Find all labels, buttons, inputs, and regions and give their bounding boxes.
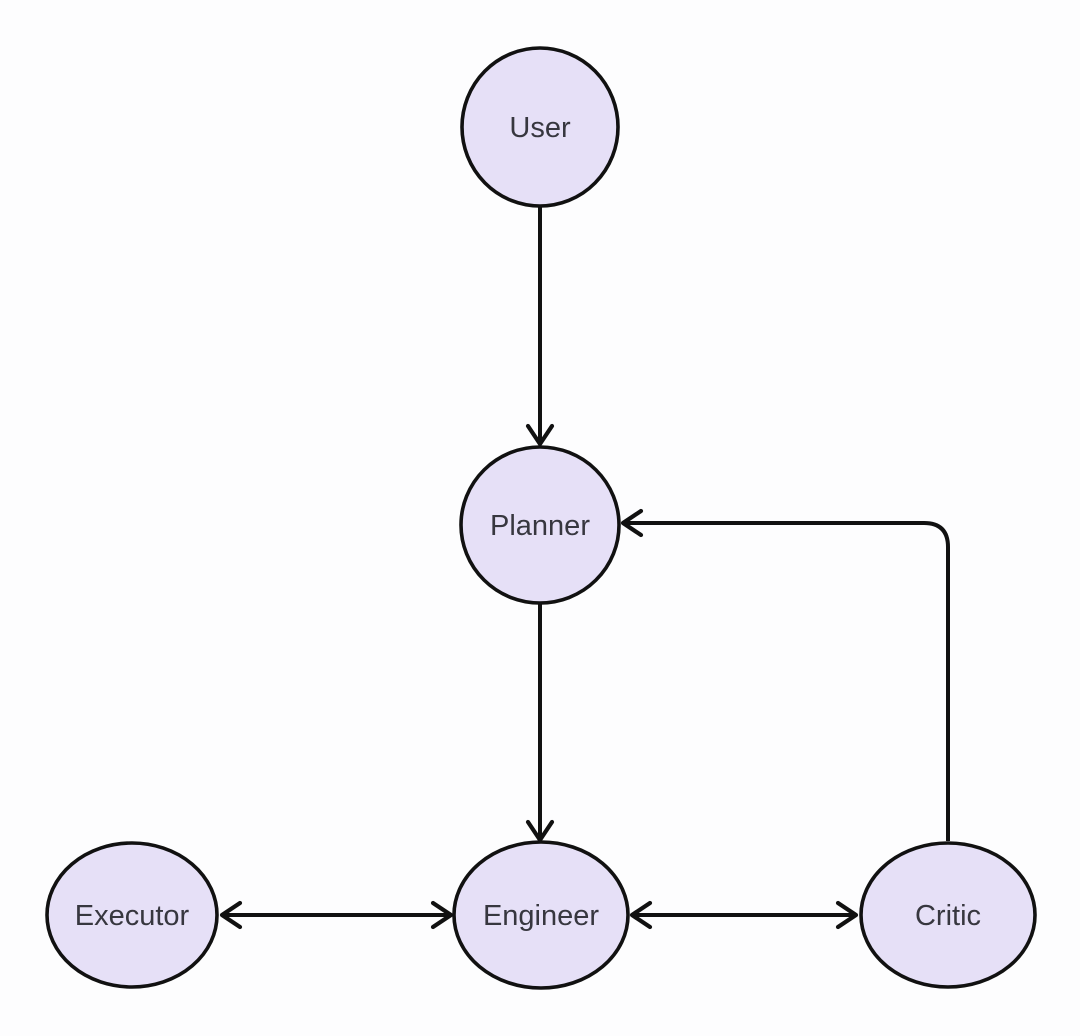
edge-critic-to-planner bbox=[620, 508, 950, 841]
node-shape-critic bbox=[859, 841, 1037, 989]
edges-layer bbox=[219, 207, 950, 930]
node-planner: Planner bbox=[459, 445, 621, 605]
node-shape-engineer bbox=[452, 840, 630, 990]
node-label-critic: Critic bbox=[915, 900, 981, 932]
node-shape-planner bbox=[459, 445, 621, 605]
node-label-executor: Executor bbox=[75, 900, 190, 932]
node-executor: Executor bbox=[45, 841, 219, 989]
node-shape-user bbox=[460, 46, 620, 208]
node-user: User bbox=[460, 46, 620, 208]
node-engineer: Engineer bbox=[452, 840, 630, 990]
node-critic: Critic bbox=[859, 841, 1037, 989]
node-label-engineer: Engineer bbox=[483, 900, 599, 932]
node-shape-executor bbox=[45, 841, 219, 989]
node-label-planner: Planner bbox=[490, 510, 590, 542]
node-label-user: User bbox=[509, 112, 571, 144]
